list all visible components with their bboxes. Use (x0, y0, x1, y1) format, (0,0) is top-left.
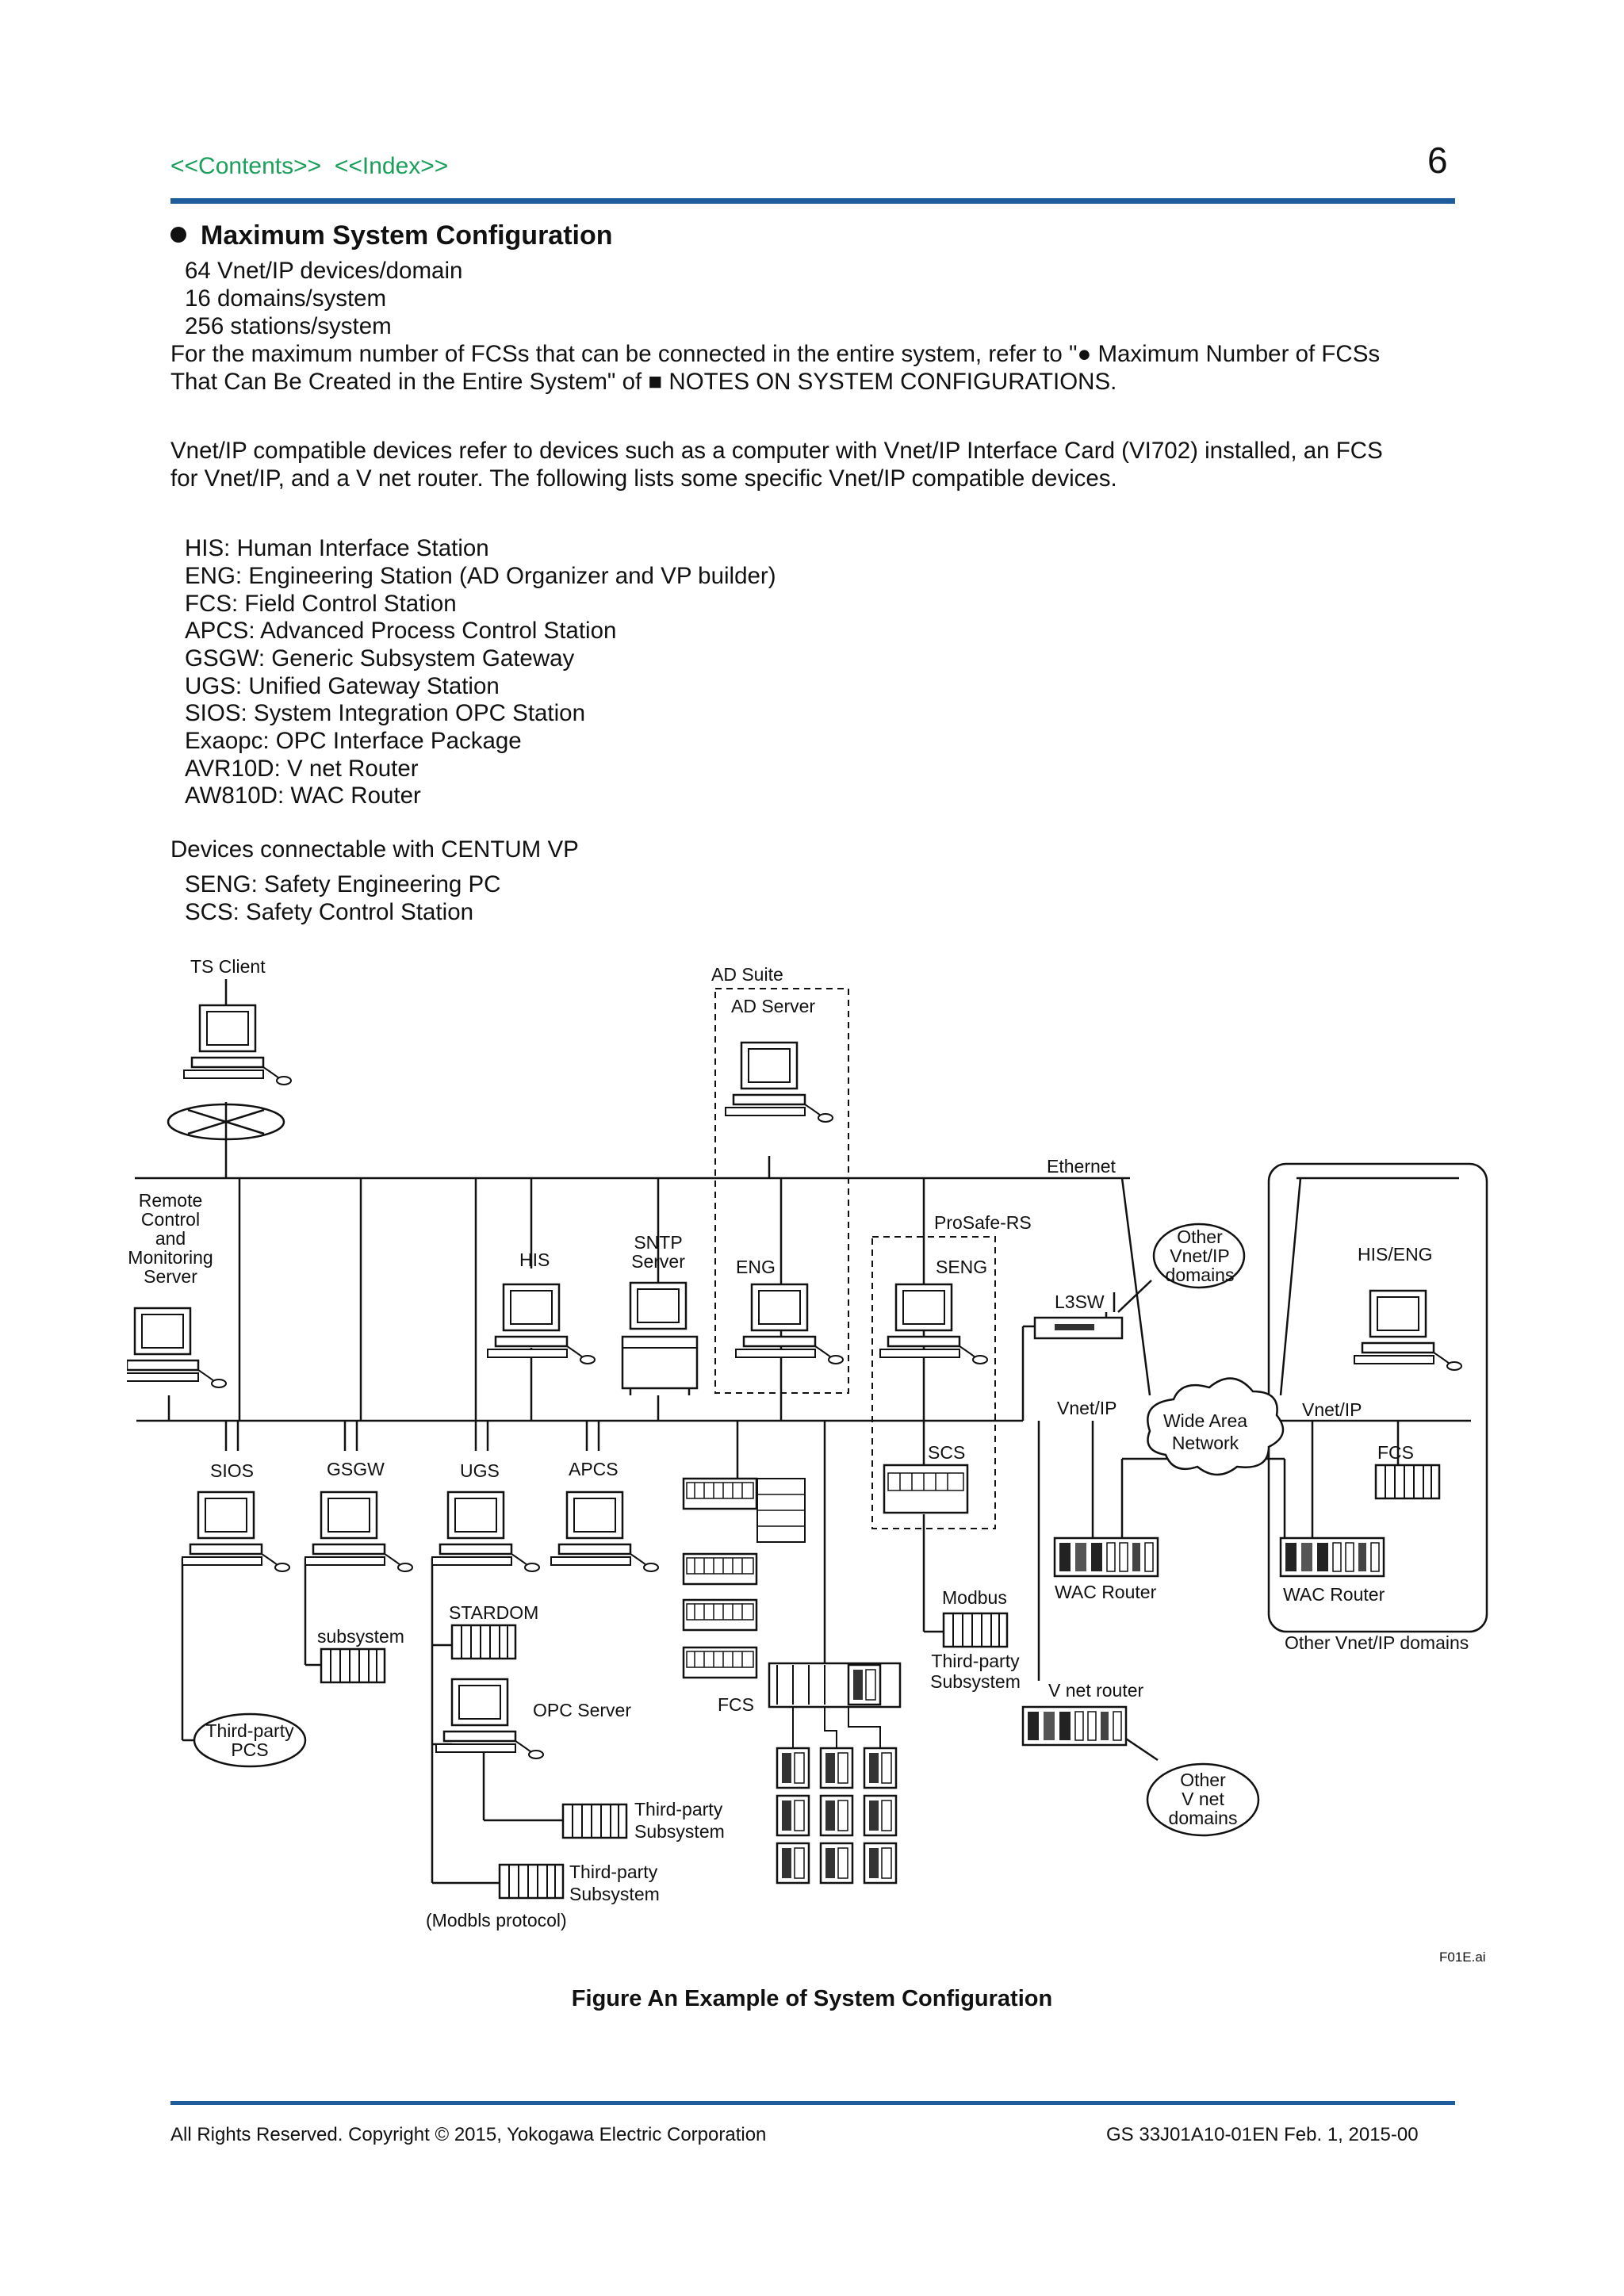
diagram-label: ENG (736, 1257, 776, 1277)
diagram-label: FCS (1377, 1442, 1414, 1463)
diagram-label: V net (1182, 1789, 1224, 1809)
diagram-label: OPC Server (533, 1700, 631, 1720)
diagram-label: L3SW (1055, 1292, 1105, 1312)
diagram-label: Third-party (634, 1799, 723, 1820)
diagram-label: Wide Area (1163, 1410, 1247, 1431)
device-item: AVR10D: V net Router (185, 756, 419, 782)
intro-line: Vnet/IP compatible devices refer to devi… (170, 438, 1383, 464)
page-number: 6 (1427, 140, 1448, 181)
limit-line: 16 domains/system (185, 285, 387, 312)
diagram-label: AD Server (731, 996, 815, 1016)
diagram-label: FCS (718, 1694, 754, 1715)
limit-line: 256 stations/system (185, 313, 392, 339)
bullet-icon (170, 227, 186, 243)
connectable-item: SCS: Safety Control Station (185, 899, 474, 925)
diagram-label: GSGW (327, 1459, 385, 1479)
note-line: That Can Be Created in the Entire System… (170, 369, 1117, 395)
device-item: FCS: Field Control Station (185, 591, 457, 617)
diagram-label: domains (1166, 1265, 1235, 1285)
diagram-label: Ethernet (1047, 1156, 1116, 1177)
diagram-label: Modbus (942, 1587, 1007, 1608)
diagram-label: UGS (460, 1460, 500, 1481)
diagram-label: Other (1180, 1770, 1226, 1790)
system-configuration-diagram: TS Client AD Suite AD Server Ethernet Re… (127, 956, 1488, 1965)
diagram-label: (Modbls protocol) (426, 1910, 567, 1931)
diagram-label: Subsystem (930, 1671, 1021, 1692)
diagram-label: AD Suite (711, 964, 783, 985)
contents-link[interactable]: <<Contents>> (170, 153, 322, 179)
diagram-label: Network (1172, 1433, 1239, 1453)
diagram-label: HIS (519, 1249, 550, 1270)
diagram-label: Vnet/IP (1170, 1246, 1229, 1266)
header-links: <<Contents>> <<Index>> (170, 153, 448, 180)
diagram-label: HIS/ENG (1358, 1244, 1433, 1265)
diagram-label: PCS (231, 1739, 268, 1760)
diagram-label: SCS (928, 1442, 965, 1463)
device-item: APCS: Advanced Process Control Station (185, 618, 617, 644)
diagram-label: domains (1169, 1808, 1238, 1828)
diagram-label: Monitoring (128, 1247, 213, 1268)
diagram-label: Server (631, 1251, 685, 1272)
diagram-label: Other Vnet/IP domains (1285, 1632, 1469, 1653)
footer-copyright: All Rights Reserved. Copyright © 2015, Y… (170, 2124, 767, 2145)
diagram-label: WAC Router (1055, 1582, 1157, 1602)
device-item: Exaopc: OPC Interface Package (185, 728, 522, 754)
section-title: Maximum System Configuration (170, 220, 613, 251)
diagram-label: Remote (139, 1190, 203, 1211)
diagram-label: Third-party (205, 1720, 294, 1741)
diagram-label: Control (141, 1209, 200, 1230)
note-line: For the maximum number of FCSs that can … (170, 341, 1381, 367)
diagram-label: ProSafe-RS (934, 1212, 1032, 1233)
footer-rule (170, 2101, 1455, 2105)
device-item: GSGW: Generic Subsystem Gateway (185, 645, 575, 672)
device-item: UGS: Unified Gateway Station (185, 673, 500, 699)
diagram-label: SENG (936, 1257, 987, 1277)
footer-doc-id: GS 33J01A10-01EN Feb. 1, 2015-00 (1106, 2124, 1419, 2145)
device-item: ENG: Engineering Station (AD Organizer a… (185, 563, 776, 589)
diagram-label: APCS (569, 1459, 619, 1479)
diagram-label: Subsystem (634, 1821, 725, 1842)
diagram-label: SNTP (634, 1232, 682, 1253)
connectable-item: SENG: Safety Engineering PC (185, 871, 501, 897)
diagram-label: Server (144, 1266, 197, 1287)
connectable-heading: Devices connectable with CENTUM VP (170, 836, 579, 863)
diagram-label: Third-party (931, 1651, 1020, 1671)
device-item: AW810D: WAC Router (185, 783, 421, 809)
diagram-label: STARDOM (449, 1602, 538, 1623)
diagram-label: Other (1177, 1226, 1223, 1247)
device-item: HIS: Human Interface Station (185, 535, 489, 561)
device-item: SIOS: System Integration OPC Station (185, 700, 586, 726)
diagram-label: F01E.ai (1439, 1950, 1486, 1965)
header-rule (170, 198, 1455, 204)
diagram-label: V net router (1048, 1680, 1144, 1701)
diagram-label: Third-party (569, 1862, 658, 1882)
diagram-label: WAC Router (1283, 1584, 1385, 1605)
diagram-label: subsystem (317, 1626, 404, 1647)
diagram-label: SIOS (210, 1460, 254, 1481)
limit-line: 64 Vnet/IP devices/domain (185, 258, 463, 284)
diagram-label: TS Client (190, 956, 266, 977)
diagram-label: and (155, 1228, 186, 1249)
intro-line: for Vnet/IP, and a V net router. The fol… (170, 465, 1117, 492)
index-link[interactable]: <<Index>> (334, 153, 449, 179)
diagram-label: Subsystem (569, 1884, 660, 1904)
figure-caption: Figure An Example of System Configuratio… (571, 1986, 1053, 2011)
diagram-label: Vnet/IP (1057, 1398, 1116, 1418)
diagram-label: Vnet/IP (1302, 1399, 1362, 1420)
